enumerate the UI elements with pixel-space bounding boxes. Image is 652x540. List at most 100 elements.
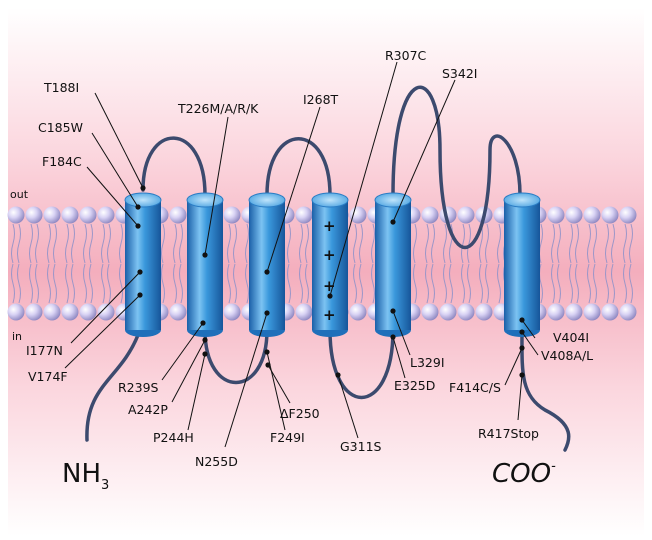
helix-cap xyxy=(124,192,162,208)
lipid-head xyxy=(169,206,187,224)
transmembrane-helices xyxy=(124,192,541,337)
lipid-head xyxy=(223,303,241,321)
helix-tm5 xyxy=(374,192,412,337)
leader-r239s xyxy=(161,322,204,381)
lipid-tail xyxy=(227,223,231,264)
lipid-tail xyxy=(413,263,417,304)
lipid-tail xyxy=(11,223,15,264)
lipid-head xyxy=(457,303,475,321)
lipid-tail xyxy=(119,223,123,264)
mutation-dot xyxy=(265,362,271,368)
lipid-tail xyxy=(485,223,489,264)
label-v174f: V174F xyxy=(28,369,68,384)
lipid-tail xyxy=(467,263,471,304)
lipid-tail xyxy=(173,223,177,264)
lipid-tail xyxy=(623,223,627,264)
lipid-head xyxy=(295,206,313,224)
lipid-head xyxy=(565,303,583,321)
lipid-tail xyxy=(11,263,15,304)
helix-body xyxy=(125,200,161,330)
lipid-tail xyxy=(575,223,579,264)
lipid-tail xyxy=(89,263,93,304)
lipid-tail xyxy=(305,223,309,264)
label-l329i: L329I xyxy=(410,355,445,370)
lipid-tail xyxy=(65,223,69,264)
lipid-tail xyxy=(233,263,237,304)
mutation-dot xyxy=(264,349,270,355)
lipid-head xyxy=(295,303,313,321)
helix-tm4 xyxy=(311,192,349,337)
lipid-tail xyxy=(179,263,183,304)
lipid-tail xyxy=(179,223,183,264)
lipid-tail xyxy=(593,263,597,304)
lipid-tail xyxy=(287,223,291,264)
mutation-dot xyxy=(335,372,341,378)
leader-f184c xyxy=(86,166,139,227)
leader-a242p xyxy=(171,339,206,403)
label-s342i: S342I xyxy=(442,66,477,81)
lipid-tail xyxy=(629,263,633,304)
lipid-tail xyxy=(467,223,471,264)
lipid-tail xyxy=(299,263,303,304)
protein-loops xyxy=(85,85,571,452)
lipid-tail xyxy=(497,223,501,264)
lipid-tail xyxy=(71,263,75,304)
lipid-tail xyxy=(425,263,429,304)
lipid-tail xyxy=(569,263,573,304)
mutation-dot xyxy=(264,310,270,316)
lipid-tail xyxy=(593,223,597,264)
lipid-head xyxy=(439,303,457,321)
lipid-head xyxy=(601,303,619,321)
lipid-tail xyxy=(287,263,291,304)
lipid-tail xyxy=(605,223,609,264)
lipid-head xyxy=(169,303,187,321)
c-terminus-label: COO- xyxy=(492,459,556,489)
label-r417stop: R417Stop xyxy=(478,426,539,441)
lipid-tail xyxy=(587,263,591,304)
lipid-tail xyxy=(425,223,429,264)
mutation-dot xyxy=(200,320,206,326)
helix-body xyxy=(249,200,285,330)
lipid-tail xyxy=(485,263,489,304)
leader-l329i xyxy=(392,310,411,356)
lipid-tail xyxy=(431,263,435,304)
lipid-tail xyxy=(29,263,33,304)
lipid-head xyxy=(349,206,367,224)
mutation-dot xyxy=(519,372,525,378)
leader-r417stop xyxy=(517,374,523,421)
mutation-dot xyxy=(135,223,141,229)
lipid-head xyxy=(61,303,79,321)
mutation-leaders xyxy=(64,61,539,448)
lipid-tail xyxy=(353,263,357,304)
lipid-head xyxy=(25,303,43,321)
label-n255d: N255D xyxy=(195,454,238,469)
leader-v408al xyxy=(521,331,539,356)
lipid-tail xyxy=(611,223,615,264)
helix-cap xyxy=(374,192,412,208)
lipid-tail xyxy=(89,223,93,264)
loop-tm1-tm2 xyxy=(141,136,207,197)
lipid-tail xyxy=(557,263,561,304)
lipid-tail xyxy=(611,263,615,304)
lipid-tail xyxy=(107,223,111,264)
label-g311s: G311S xyxy=(340,439,382,454)
lipid-tail xyxy=(107,263,111,304)
lipid-tail xyxy=(305,263,309,304)
lipid-tail xyxy=(101,223,105,264)
label-v408al: V408A/L xyxy=(541,348,593,363)
lipid-head xyxy=(79,206,97,224)
lipid-tail xyxy=(497,263,501,304)
lipid-tail xyxy=(449,223,453,264)
lipid-head xyxy=(583,303,601,321)
helix-tm3 xyxy=(248,192,286,337)
lipid-head xyxy=(349,303,367,321)
lipid-head xyxy=(583,206,601,224)
leader-f414cs xyxy=(504,347,523,386)
label-r307c: R307C xyxy=(385,48,427,63)
lipid-head xyxy=(457,206,475,224)
mutation-labels: T188I C185W F184C I177N V174F T226M/A/R/… xyxy=(26,48,593,469)
lipid-tail xyxy=(443,263,447,304)
leader-p244h xyxy=(187,353,206,431)
lipid-tail xyxy=(47,223,51,264)
label-i268t: I268T xyxy=(303,92,339,107)
